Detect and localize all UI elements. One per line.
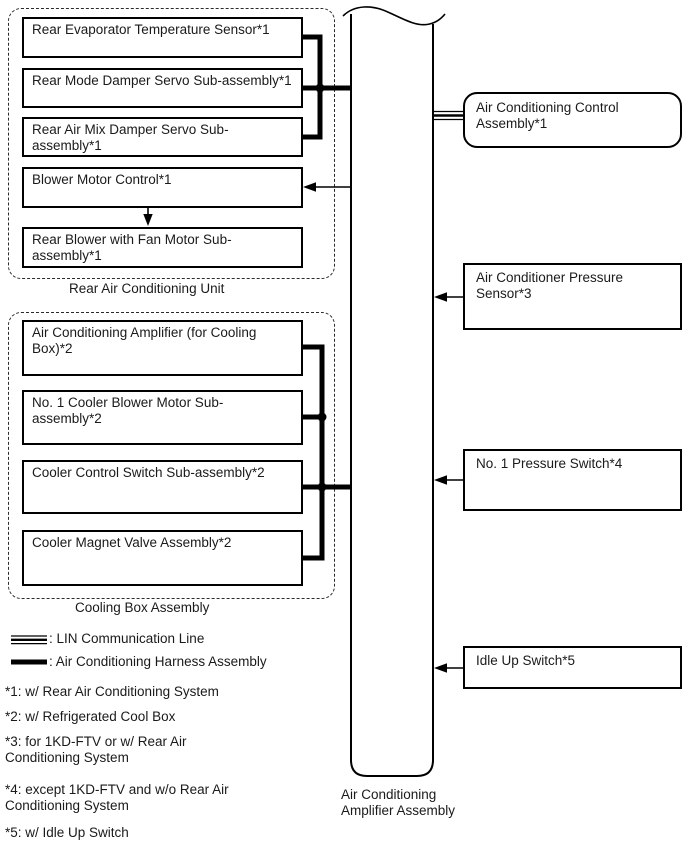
box-no1-cooler-blower-motor: No. 1 Cooler Blower Motor Sub-assembly*2 (22, 390, 303, 445)
arrowhead-down-icon (143, 214, 153, 226)
box-air-conditioner-pressure-sensor: Air Conditioner Pressure Sensor*3 (463, 263, 682, 330)
footnote-5: *5: w/ Idle Up Switch (5, 825, 129, 840)
box-cooler-magnet-valve: Cooler Magnet Valve Assembly*2 (22, 530, 303, 586)
arrowhead-left-icon (434, 663, 447, 673)
footnote-1: *1: w/ Rear Air Conditioning System (5, 684, 219, 699)
box-rear-blower-with-fan-motor: Rear Blower with Fan Motor Sub-assembly*… (22, 227, 303, 268)
rear-air-conditioning-unit-label: Rear Air Conditioning Unit (69, 281, 225, 296)
footnote-3: *3: for 1KD-FTV or w/ Rear Air Condition… (5, 734, 187, 765)
footnote-4: *4: except 1KD-FTV and w/o Rear Air Cond… (5, 782, 229, 813)
legend-lin-communication-line: : LIN Communication Line (49, 631, 205, 646)
cooling-box-assembly-group (8, 312, 335, 599)
box-rear-evaporator-temperature-sensor: Rear Evaporator Temperature Sensor*1 (22, 17, 303, 58)
box-no1-pressure-switch: No. 1 Pressure Switch*4 (463, 449, 682, 511)
box-blower-motor-control: Blower Motor Control*1 (22, 167, 303, 208)
column-break-wave-icon (342, 6, 446, 26)
box-cooler-control-switch: Cooler Control Switch Sub-assembly*2 (22, 460, 303, 514)
arrowhead-left-icon (434, 475, 447, 485)
box-air-conditioning-amplifier-cooling-box: Air Conditioning Amplifier (for Cooling … (22, 320, 303, 376)
arrowhead-left-icon (303, 182, 316, 192)
box-idle-up-switch: Idle Up Switch*5 (463, 646, 682, 689)
footnote-2: *2: w/ Refrigerated Cool Box (5, 709, 176, 724)
rear-air-conditioning-unit-group (8, 8, 335, 279)
box-rear-air-mix-damper-servo: Rear Air Mix Damper Servo Sub-assembly*1 (22, 117, 303, 157)
junction-dot-icon (317, 412, 327, 422)
box-rear-mode-damper-servo: Rear Mode Damper Servo Sub-assembly*1 (22, 68, 303, 108)
amplifier-assembly-label: Air Conditioning Amplifier Assembly (341, 787, 456, 818)
amplifier-column (350, 14, 434, 777)
cooling-box-assembly-label: Cooling Box Assembly (75, 600, 210, 615)
legend-harness-assembly: : Air Conditioning Harness Assembly (49, 654, 267, 669)
box-air-conditioning-control-assembly: Air Conditioning Control Assembly*1 (463, 92, 682, 148)
junction-dot-icon (317, 482, 327, 492)
harness-bus-cooling-box (302, 344, 325, 561)
junction-dot-icon (315, 83, 325, 93)
arrowhead-left-icon (434, 292, 447, 302)
